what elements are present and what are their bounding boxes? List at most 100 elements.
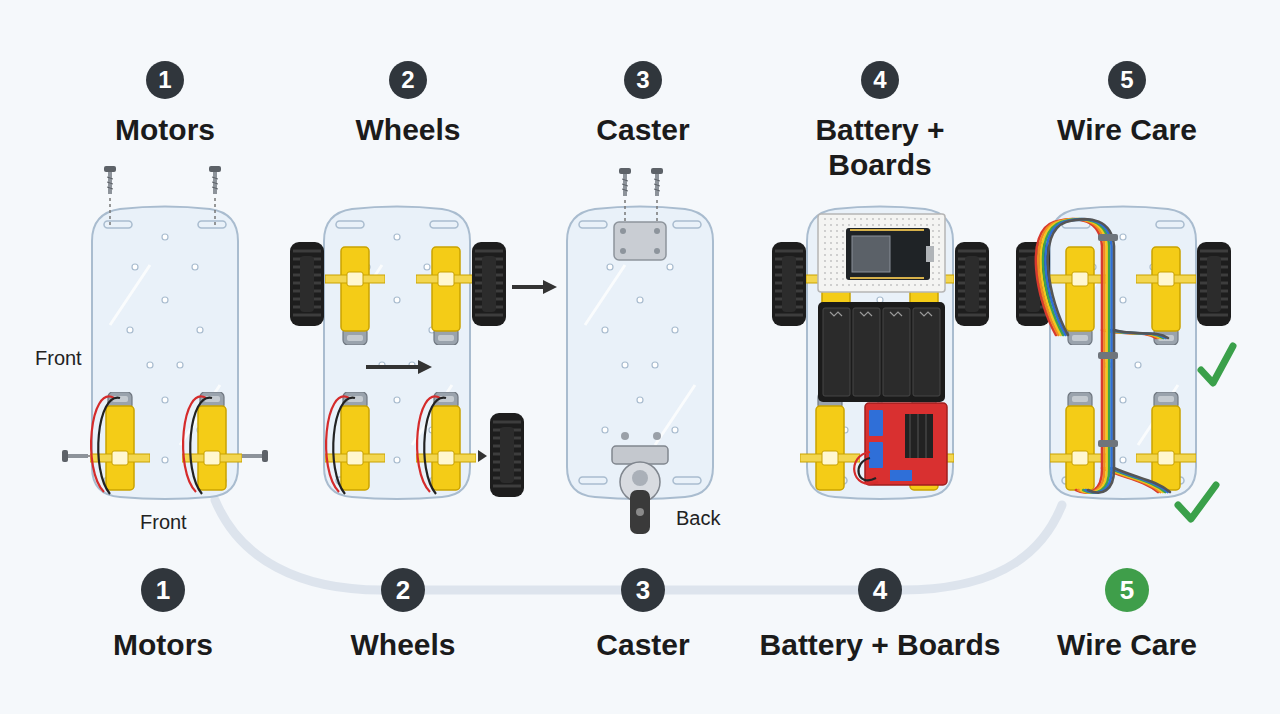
step-1-illustration: [104, 166, 116, 194]
step-4-illustration: [854, 452, 878, 484]
step-5-illustration: [1098, 352, 1118, 359]
step-5-illustration: [1098, 234, 1118, 447]
step-5-illustration: [1136, 247, 1196, 345]
step-4-illustration: [830, 312, 842, 316]
callout-number: 1: [158, 68, 171, 92]
step-4-illustration: [772, 207, 989, 500]
step-3-illustration: [636, 508, 644, 516]
step-title: Wire Care: [1057, 628, 1197, 663]
step-5-illustration: [1050, 207, 1196, 500]
step-4-illustration: [890, 470, 912, 481]
step-2-illustration: [290, 242, 324, 326]
step-number-circle: 4Battery + Boards: [861, 61, 899, 99]
step-4-illustration: [850, 229, 924, 279]
step-title: Caster: [596, 113, 689, 148]
step-4-illustration: [869, 442, 883, 468]
step-4-illustration: [830, 312, 932, 316]
step-5-illustration: [1197, 242, 1231, 326]
callout-number: 5: [1120, 68, 1133, 92]
step-title: Battery + Boards: [790, 113, 970, 182]
step-title: Wire Care: [1057, 113, 1197, 148]
step-number-circle: 3Caster: [624, 61, 662, 99]
step-5-illustration: [1016, 207, 1233, 520]
step-1-illustration: [190, 398, 212, 494]
step-5-illustration: [1136, 392, 1196, 490]
step-number-circle: 5Wire Care: [1105, 568, 1149, 612]
step-5-illustration: [1178, 485, 1216, 519]
step-3-illustration: [653, 432, 661, 440]
step-title: Caster: [596, 628, 689, 663]
orientation-label: Front: [140, 511, 187, 534]
step-1-illustration: [214, 198, 216, 226]
step-3-illustration: [654, 248, 660, 254]
step-2-illustration: [326, 396, 446, 494]
step-2-illustration: [424, 398, 446, 494]
step-4-illustration: [926, 246, 934, 262]
step-4-illustration: [869, 410, 883, 436]
step-1-illustration: [109, 198, 111, 226]
timeline-curve: [215, 500, 381, 590]
step-4-illustration: [852, 236, 890, 272]
step-4-illustration: [865, 403, 947, 485]
step-3-illustration: [620, 248, 626, 254]
step-number-circle: 1Motors: [141, 568, 185, 612]
step-4-illustration: [853, 308, 880, 396]
step-4-illustration: [846, 228, 930, 280]
step-5-illustration: [1098, 440, 1118, 447]
step-1-illustration: [262, 450, 268, 462]
step-1-illustration: [242, 450, 268, 462]
step-title: Motors: [115, 113, 215, 148]
step-1-illustration: [62, 166, 268, 499]
step-5-illustration: [1201, 346, 1233, 383]
step-5-illustration: [1036, 219, 1158, 493]
step-3-illustration: [620, 228, 626, 234]
step-4-illustration: [920, 312, 932, 316]
step-3-illustration: [567, 207, 713, 500]
callout-number: 1: [156, 577, 170, 603]
callout-number: 3: [636, 68, 649, 92]
step-3-illustration: [651, 168, 663, 196]
callout-number: 2: [396, 577, 410, 603]
step-4-illustration: [772, 242, 806, 326]
step-4-illustration: [854, 452, 878, 484]
callout-number: 3: [636, 577, 650, 603]
step-4-illustration: [823, 308, 850, 396]
step-3-illustration: [620, 228, 660, 254]
callout-number: 4: [873, 68, 886, 92]
step-number-circle: 5Wire Care: [1108, 61, 1146, 99]
step-number-circle: 4Battery + Boards: [858, 568, 902, 612]
step-3-illustration: [614, 222, 666, 260]
callout-number: 2: [401, 68, 414, 92]
step-1-illustration: [209, 166, 221, 194]
step-4-illustration: [822, 218, 941, 288]
step-title: Wheels: [350, 628, 455, 663]
step-3-illustration: [567, 168, 713, 534]
callout-number: 4: [873, 577, 887, 603]
step-5-illustration: [1043, 219, 1165, 493]
step-4-illustration: [818, 302, 945, 402]
step-title: Battery + Boards: [760, 628, 1001, 663]
step-4-illustration: [860, 312, 872, 316]
step-3-illustration: [621, 432, 661, 440]
step-4-illustration: [823, 308, 940, 396]
step-3-illustration: [630, 490, 650, 534]
step-2-illustration: [366, 365, 420, 369]
step-1-illustration: [98, 398, 120, 494]
timeline-connector: [425, 586, 621, 595]
step-4-illustration: [818, 214, 945, 292]
step-2-illustration: [543, 280, 557, 294]
step-2-illustration: [333, 398, 355, 494]
step-3-illustration: [654, 228, 660, 234]
step-number-circle: 2Wheels: [389, 61, 427, 99]
step-4-illustration: [910, 414, 926, 458]
step-4-illustration: [890, 312, 902, 316]
step-5-illustration: [1041, 219, 1163, 493]
step-2-illustration: [416, 247, 476, 345]
step-3-illustration: [621, 432, 629, 440]
step-4-illustration: [910, 414, 911, 458]
step-4-illustration: [918, 414, 919, 458]
step-2-illustration: [512, 285, 545, 289]
step-4-illustration: [850, 277, 924, 279]
step-4-illustration: [883, 308, 910, 396]
